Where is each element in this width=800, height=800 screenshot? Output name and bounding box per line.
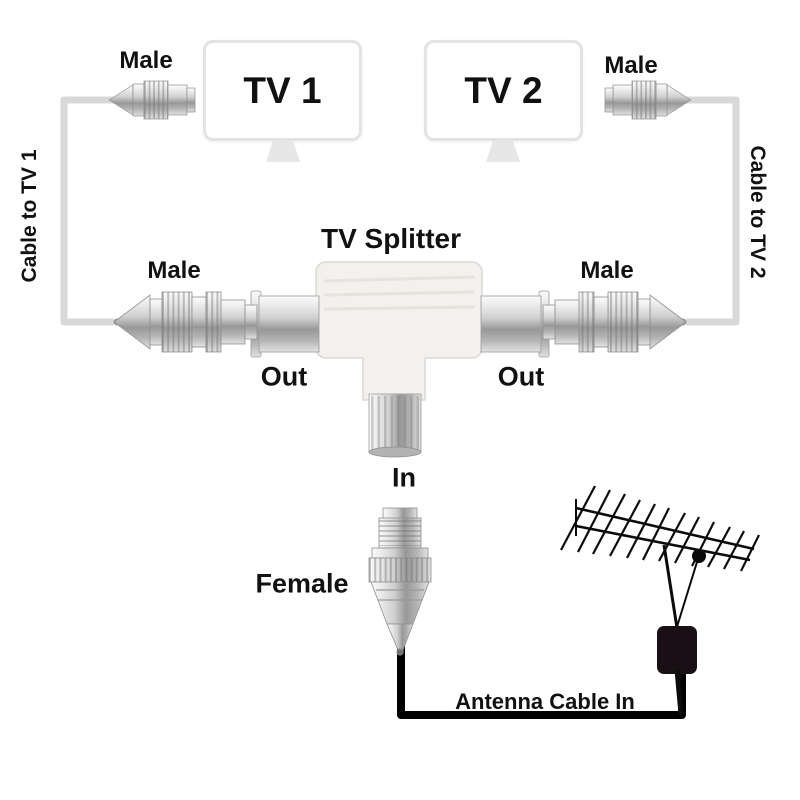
tv2-stand [486,141,520,162]
tv1-label: TV 1 [243,69,322,111]
male-label-top-left: Male [119,47,173,74]
male-label-mid-right: Male [580,257,634,284]
antenna-icon [560,485,760,715]
male-label-top-right: Male [604,52,658,79]
tv2-monitor: TV 2 [424,40,583,141]
out-label-right: Out [497,361,545,392]
tv1-stand [266,141,300,162]
out-label-left: Out [260,361,308,392]
in-label: In [392,462,416,493]
male-connector-mid-right-icon [542,291,687,353]
tv2-label: TV 2 [464,69,543,111]
female-connector-icon [368,507,432,656]
male-label-mid-left: Male [147,257,201,284]
splitter-title: TV Splitter [320,223,462,254]
cable-to-tv1-label: Cable to TV 1 [18,149,41,283]
male-connector-top-right-icon [604,80,692,120]
splitter-graphic [250,261,550,458]
cable-to-tv2-line [684,96,740,326]
antenna-cable-line [397,646,686,719]
cable-to-tv1-line [60,96,116,326]
cable-to-tv2-label: Cable to TV 2 [746,145,769,279]
male-connector-mid-left-icon [113,291,258,353]
female-label: Female [255,568,349,599]
male-connector-top-left-icon [108,80,196,120]
antenna-cable-in-label: Antenna Cable In [455,689,635,714]
tv1-monitor: TV 1 [203,40,362,141]
